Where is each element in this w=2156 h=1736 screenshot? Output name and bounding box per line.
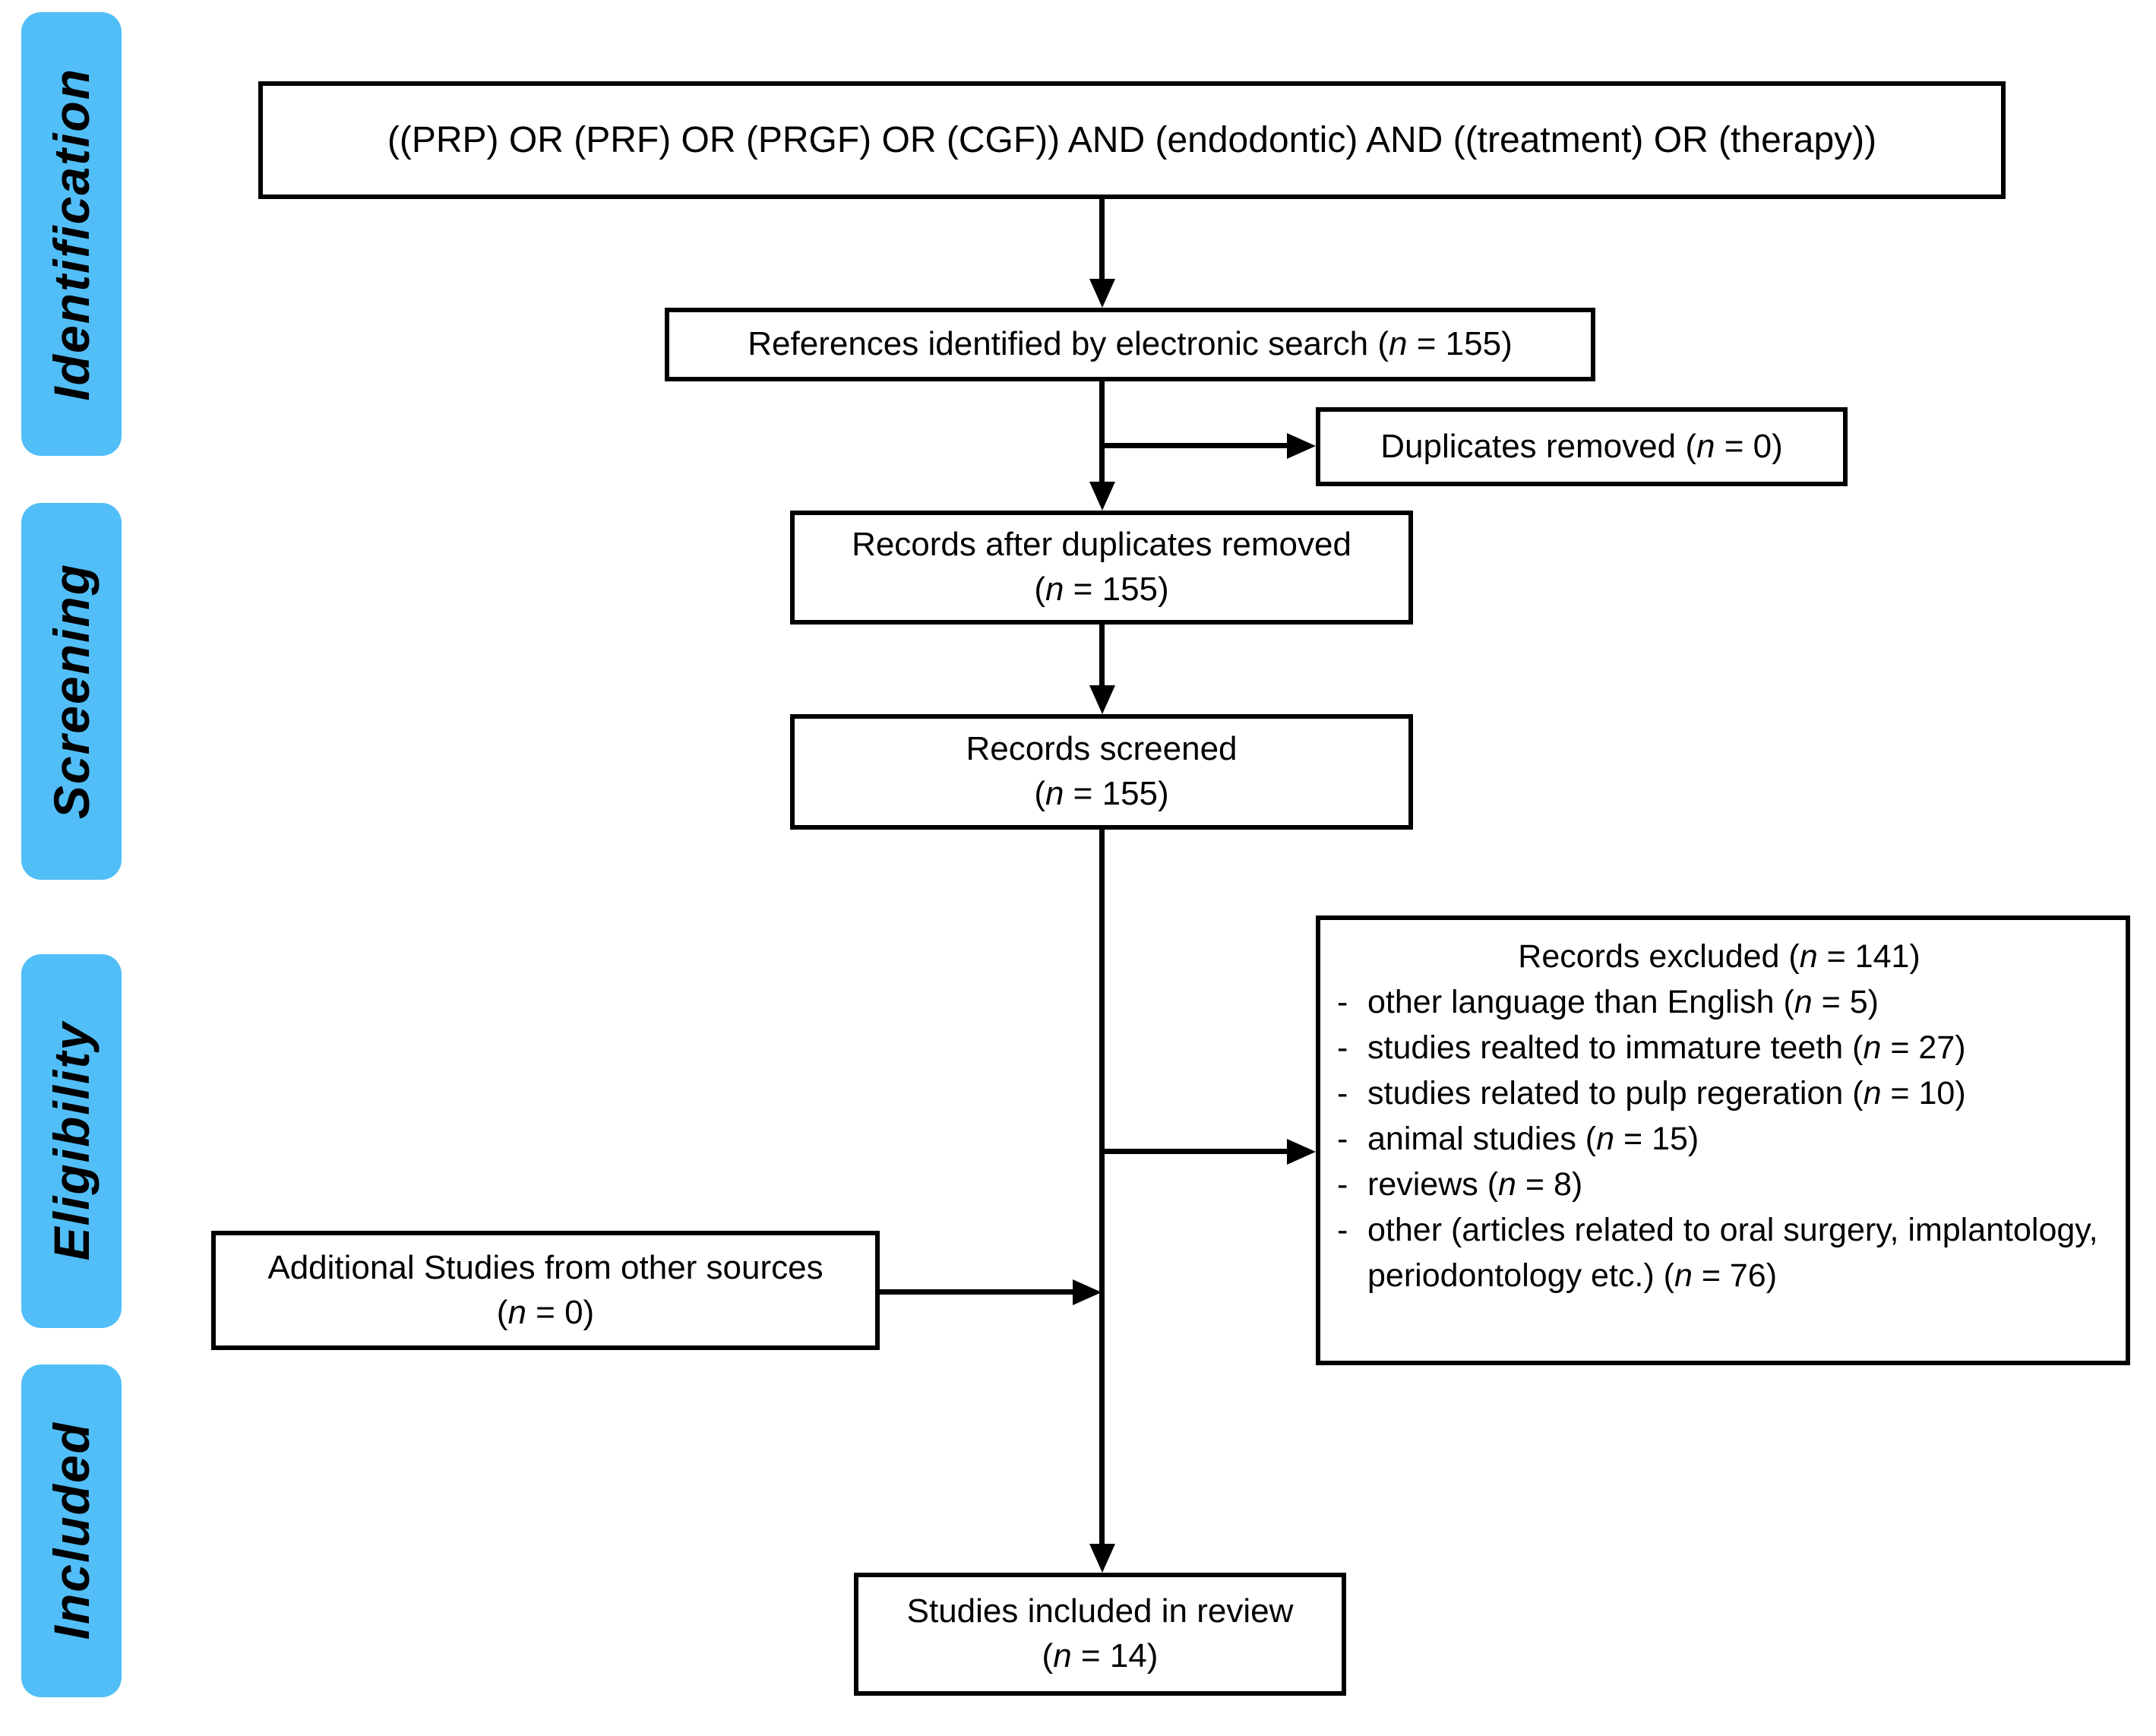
excluded-item-text: studies related to pulp regeration (n = … xyxy=(1367,1075,1966,1111)
bullet-dash: - xyxy=(1337,1029,1348,1066)
bullet-dash: - xyxy=(1337,1075,1348,1111)
records-after-duplicates-box: Records after duplicates removed(n = 155… xyxy=(790,511,1413,625)
records-after-duplicates-text: Records after duplicates removed(n = 155… xyxy=(852,526,1351,608)
records-screened-box: Records screened(n = 155) xyxy=(790,714,1413,830)
excluded-item-text: studies realted to immature teeth (n = 2… xyxy=(1367,1029,1966,1066)
search-query-text: ((PRP) OR (PRF) OR (PRGF) OR (CGF)) AND … xyxy=(387,119,1877,160)
arrow-afterdup-to-screened-head xyxy=(1089,685,1115,714)
references-identified-box: References identified by electronic sear… xyxy=(665,308,1595,381)
arrow-screened-to-included-head xyxy=(1089,1544,1115,1573)
additional-studies-text: Additional Studies from other sources(n … xyxy=(267,1248,824,1331)
bullet-dash: - xyxy=(1337,1166,1348,1203)
records-screened-text: Records screened(n = 155) xyxy=(966,730,1238,812)
stage-screening-label: Screening xyxy=(43,563,100,820)
excluded-item-text: other (articles related to oral surgery,… xyxy=(1367,1212,2098,1294)
arrow-references-to-afterdup-line xyxy=(1099,380,1105,483)
stage-eligibility-label: Eligibility xyxy=(43,1021,100,1261)
arrow-to-duplicates-line xyxy=(1102,443,1288,448)
records-excluded-title: Records excluded (n = 141) xyxy=(1518,938,1920,975)
references-identified-text: References identified by electronic sear… xyxy=(748,325,1513,363)
excluded-item: - studies realted to immature teeth (n =… xyxy=(1331,1025,2107,1070)
excluded-item: - animal studies (n = 15) xyxy=(1331,1116,2107,1162)
excluded-item-text: other language than English (n = 5) xyxy=(1367,984,1879,1020)
arrow-screened-to-included-line xyxy=(1099,828,1105,1545)
excluded-item-text: reviews (n = 8) xyxy=(1367,1166,1583,1203)
search-query-box: ((PRP) OR (PRF) OR (PRGF) OR (CGF)) AND … xyxy=(258,81,2006,199)
duplicates-removed-text: Duplicates removed (n = 0) xyxy=(1380,427,1783,465)
excluded-item: - reviews (n = 8) xyxy=(1331,1162,2107,1207)
arrow-query-to-references-head xyxy=(1089,279,1115,308)
arrow-references-to-afterdup-head xyxy=(1089,482,1115,511)
excluded-item-text: animal studies (n = 15) xyxy=(1367,1121,1699,1157)
records-excluded-box: Records excluded (n = 141) - other langu… xyxy=(1316,915,2130,1365)
arrow-additional-to-flow-head xyxy=(1073,1279,1102,1305)
stage-identification: Identification xyxy=(21,12,122,456)
studies-included-box: Studies included in review(n = 14) xyxy=(854,1573,1346,1696)
stage-included-label: Included xyxy=(43,1421,100,1640)
arrow-to-excluded-line xyxy=(1102,1149,1288,1154)
studies-included-text: Studies included in review(n = 14) xyxy=(906,1592,1294,1674)
arrow-afterdup-to-screened-line xyxy=(1099,623,1105,688)
excluded-item: - studies related to pulp regeration (n … xyxy=(1331,1070,2107,1116)
bullet-dash: - xyxy=(1337,1121,1348,1157)
stage-screening: Screening xyxy=(21,503,122,880)
stage-eligibility: Eligibility xyxy=(21,954,122,1328)
stage-identification-label: Identification xyxy=(43,67,100,401)
arrow-to-duplicates-head xyxy=(1287,433,1316,459)
arrow-query-to-references-line xyxy=(1099,199,1105,280)
duplicates-removed-box: Duplicates removed (n = 0) xyxy=(1316,407,1848,486)
bullet-dash: - xyxy=(1337,984,1348,1020)
excluded-item: - other (articles related to oral surger… xyxy=(1331,1207,2107,1298)
stage-included: Included xyxy=(21,1364,122,1697)
bullet-dash: - xyxy=(1337,1212,1348,1248)
arrow-additional-to-flow-line xyxy=(878,1289,1074,1295)
additional-studies-box: Additional Studies from other sources(n … xyxy=(211,1231,880,1350)
excluded-item: - other language than English (n = 5) xyxy=(1331,979,2107,1025)
arrow-to-excluded-head xyxy=(1287,1139,1316,1165)
